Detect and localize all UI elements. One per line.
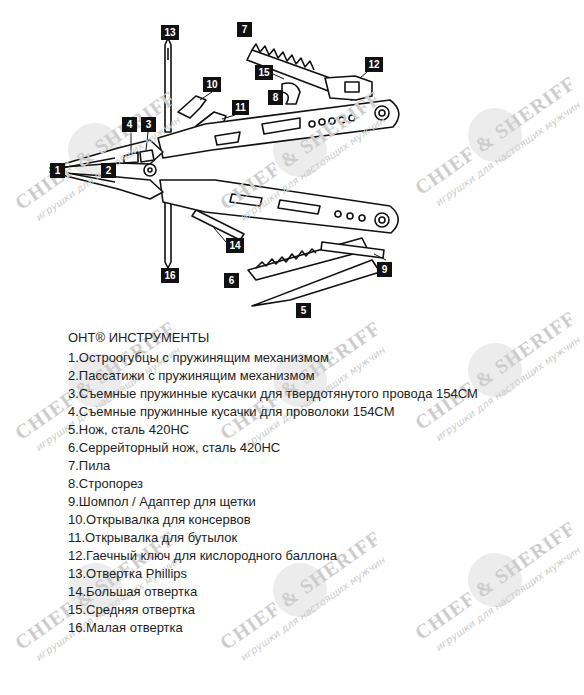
watermark-brand: CHIEF & SHERIFF (410, 71, 580, 199)
callout-number: 16 (161, 268, 179, 283)
callout-text: 6 (229, 275, 235, 286)
callout-text: 14 (229, 240, 240, 251)
callout-text: 1 (55, 165, 61, 176)
callout-number: 8 (268, 90, 283, 105)
callout-number: 11 (232, 100, 249, 115)
watermark-brand: CHIEF & SHERIFF (410, 306, 580, 434)
watermark-brand: CHIEF & SHERIFF (215, 526, 385, 654)
tool-list-item: 5.Нож, сталь 420HC (68, 421, 189, 439)
callout-number: 6 (224, 273, 239, 288)
tool-list-item: 13.Отвертка Phillips (68, 565, 187, 583)
callout-text: 7 (242, 24, 248, 35)
tool-list-item: 1.Остроогубцы с пружинящим механизмом (68, 349, 329, 367)
tool-list-item: 3.Съемные пружинные кусачки для твердотя… (68, 385, 478, 403)
callout-number: 2 (101, 163, 116, 178)
callout-text: 9 (382, 264, 388, 275)
tool-list-item: 9.Шомпол / Адаптер для щетки (68, 493, 256, 511)
callout-number: 1 (50, 163, 65, 178)
tool-list-item: 12.Гаечный ключ для кислородного баллона (68, 547, 337, 565)
tool-list-item: 15.Средняя отвертка (68, 601, 195, 619)
callout-text: 8 (273, 92, 279, 103)
callout-text: 2 (106, 165, 112, 176)
list-title: OHT® ИНСТРУМЕНТЫ (68, 329, 209, 347)
tool-list-item: 2.Пассатижи с пружинящим механизмом (68, 367, 315, 385)
callout-text: 15 (258, 67, 269, 78)
tool-list-item: 6.Серрейторный нож, сталь 420HC (68, 439, 280, 457)
callout-text: 5 (301, 305, 307, 316)
callout-number: 10 (203, 77, 221, 92)
callout-text: 16 (164, 270, 175, 281)
callout-number: 13 (161, 25, 179, 40)
callout-text: 10 (206, 79, 217, 90)
callout-number: 12 (365, 57, 383, 72)
callout-number: 14 (226, 238, 244, 253)
tool-list-item: 16.Малая отвертка (68, 619, 183, 637)
callout-number: 15 (255, 65, 273, 80)
callout-text: 3 (146, 119, 152, 130)
callout-text: 11 (235, 102, 246, 113)
callout-number: 5 (296, 303, 311, 318)
tool-list-item: 4.Съемные пружинные кусачки для проволок… (68, 403, 395, 421)
watermark-brand: CHIEF & SHERIFF (410, 516, 580, 644)
callout-text: 13 (164, 27, 175, 38)
tool-list-item: 7.Пила (68, 457, 110, 475)
callout-number: 3 (141, 117, 156, 132)
tool-list-item: 14.Большая отвертка (68, 583, 197, 601)
callout-number: 9 (377, 262, 392, 277)
callout-number: 4 (122, 117, 137, 132)
tool-list-item: 8.Стропорез (68, 475, 143, 493)
tool-list-item: 11.Открывалка для бутылок (68, 529, 237, 547)
tool-list-item: 10.Открывалка для консервов (68, 511, 251, 529)
callout-text: 12 (368, 59, 379, 70)
callout-text: 4 (127, 119, 133, 130)
callout-number: 7 (237, 22, 252, 37)
